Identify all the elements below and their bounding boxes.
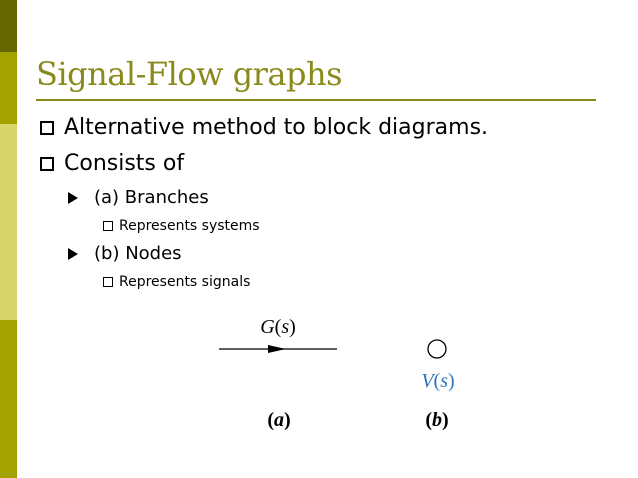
bullet-alternative-method: Alternative method to block diagrams. xyxy=(40,115,488,140)
bullet-consists-of: Consists of xyxy=(40,151,184,176)
side-bar-dark xyxy=(0,0,17,52)
branch-arrow-icon xyxy=(268,345,286,353)
square-bullet-icon xyxy=(103,221,113,231)
side-bar-olive xyxy=(0,52,17,124)
bullet-text: Alternative method to block diagrams. xyxy=(64,115,489,140)
node-signal-label: V(s) xyxy=(421,370,454,392)
bullet-text: (b) Nodes xyxy=(94,243,182,264)
caption-a: (a) xyxy=(267,409,290,431)
bullet-text: Represents signals xyxy=(119,274,251,290)
title-underline xyxy=(36,99,596,101)
bullet-text: (a) Branches xyxy=(94,187,209,208)
bullet-represents-signals: Represents signals xyxy=(103,274,250,290)
slide-title: Signal-Flow graphs xyxy=(36,55,343,93)
bullet-represents-systems: Represents systems xyxy=(103,218,260,234)
square-bullet-icon xyxy=(40,120,54,135)
branch-gain-label: G(s) xyxy=(260,316,296,338)
side-bar-light xyxy=(0,124,17,320)
side-bar-olive-bottom xyxy=(0,320,17,478)
square-bullet-icon xyxy=(103,277,113,287)
node-circle-icon xyxy=(427,339,447,359)
bullet-text: Consists of xyxy=(64,151,185,176)
caption-b: (b) xyxy=(425,409,448,431)
square-bullet-icon xyxy=(40,156,54,171)
bullet-nodes: (b) Nodes xyxy=(68,243,182,264)
bullet-branches: (a) Branches xyxy=(68,187,209,208)
bullet-text: Represents systems xyxy=(119,218,260,234)
triangle-bullet-icon xyxy=(68,191,78,204)
triangle-bullet-icon xyxy=(68,247,78,260)
